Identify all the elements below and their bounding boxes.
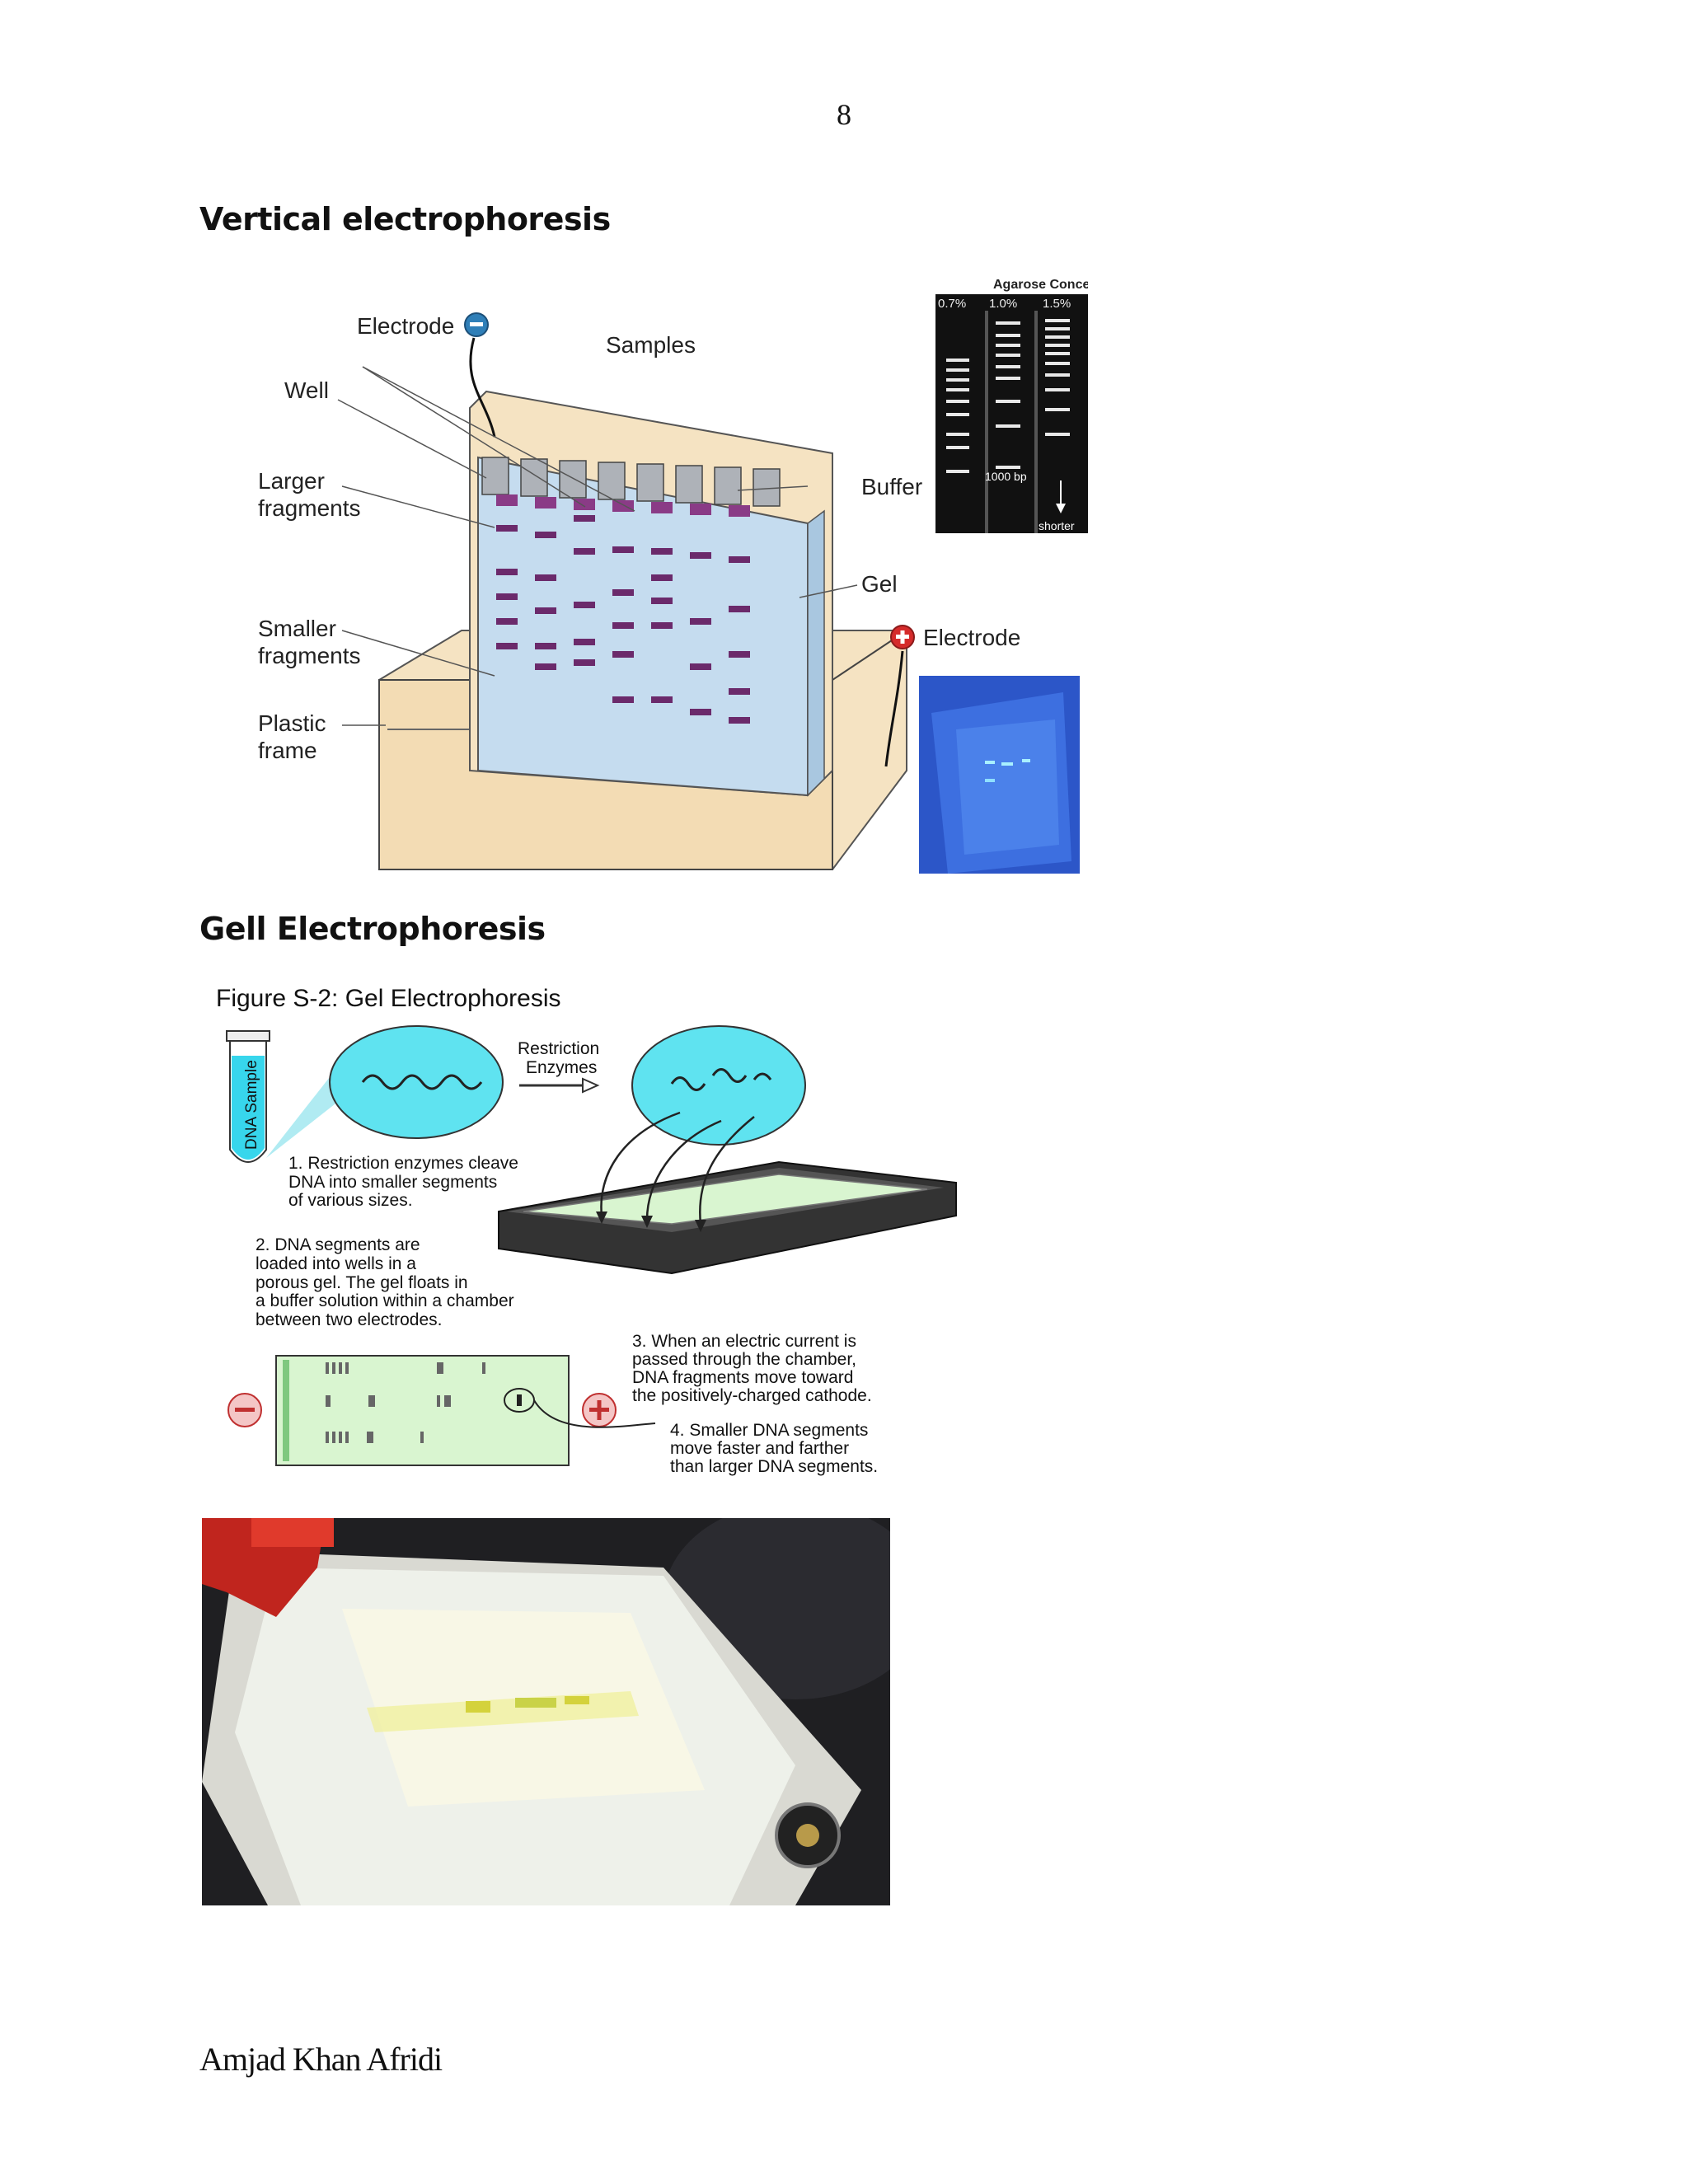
label-buffer: Buffer (861, 474, 922, 499)
label-smaller-1: Smaller (258, 616, 336, 641)
inset-lane-1: 0.7% (938, 297, 966, 311)
inset-lane-3: 1.5% (1043, 297, 1071, 311)
vertical-electrophoresis-diagram: Electrode Samples Well Larger fragments … (239, 268, 1088, 874)
figure-title: Figure S-2: Gel Electrophoresis (216, 985, 561, 1012)
inset-title: Agarose Concentration (993, 278, 1088, 292)
step2-line4: a buffer solution within a chamber (256, 1291, 514, 1310)
section-heading-vertical: Vertical electrophoresis (199, 201, 611, 237)
step3-line1: 3. When an electric current is (632, 1332, 856, 1351)
label-well: Well (284, 377, 329, 403)
step3-line3: DNA fragments move toward (632, 1368, 853, 1387)
enzymes-label-2: Enzymes (526, 1058, 597, 1077)
step3-line2: passed through the chamber, (632, 1350, 856, 1369)
step4-line3: than larger DNA segments. (670, 1457, 878, 1476)
step2-line1: 2. DNA segments are (256, 1235, 420, 1254)
uv-gel-photo (919, 676, 1080, 874)
step2-line2: loaded into wells in a (256, 1254, 416, 1273)
step2-line3: porous gel. The gel floats in (256, 1273, 468, 1292)
step1-line2: DNA into smaller segments (288, 1173, 497, 1192)
label-samples: Samples (606, 332, 696, 358)
step3-line4: the positively-charged cathode. (632, 1386, 872, 1405)
step4-line1: 4. Smaller DNA segments (670, 1421, 868, 1440)
tube-label: DNA Sample (243, 1060, 260, 1150)
label-gel: Gel (861, 571, 898, 597)
step1-line1: 1. Restriction enzymes cleave (288, 1154, 518, 1173)
gel-result-slab (276, 1356, 569, 1465)
label-larger-2: fragments (258, 495, 361, 521)
inset-marker: 1000 bp (985, 470, 1027, 483)
step4-line2: move faster and farther (670, 1439, 849, 1458)
inset-lane-2: 1.0% (989, 297, 1017, 311)
section-heading-gel: Gell Electrophoresis (199, 911, 546, 947)
label-electrode-positive: Electrode (923, 625, 1020, 650)
gel-electrophoresis-figure: Figure S-2: Gel Electrophoresis DNA Samp… (210, 977, 977, 1488)
inset-arrow-label: shorter (1039, 519, 1075, 532)
agarose-gel-inset: Agarose Concentration 0.7% 1.0% 1.5% 100… (935, 278, 1088, 533)
gel-apparatus-photo (202, 1518, 890, 1905)
step2-line5: between two electrodes. (256, 1310, 442, 1329)
footer-author: Amjad Khan Afridi (199, 2040, 442, 2079)
label-electrode-negative: Electrode (357, 313, 454, 339)
page-number: 8 (0, 97, 1688, 132)
enzymes-label-1: Restriction (518, 1039, 599, 1058)
label-smaller-2: fragments (258, 643, 361, 668)
step1-line3: of various sizes. (288, 1191, 413, 1210)
label-plastic-1: Plastic (258, 710, 326, 736)
dna-sample-tube: DNA Sample (227, 1031, 270, 1162)
label-plastic-2: frame (258, 738, 317, 763)
label-larger-1: Larger (258, 468, 325, 494)
